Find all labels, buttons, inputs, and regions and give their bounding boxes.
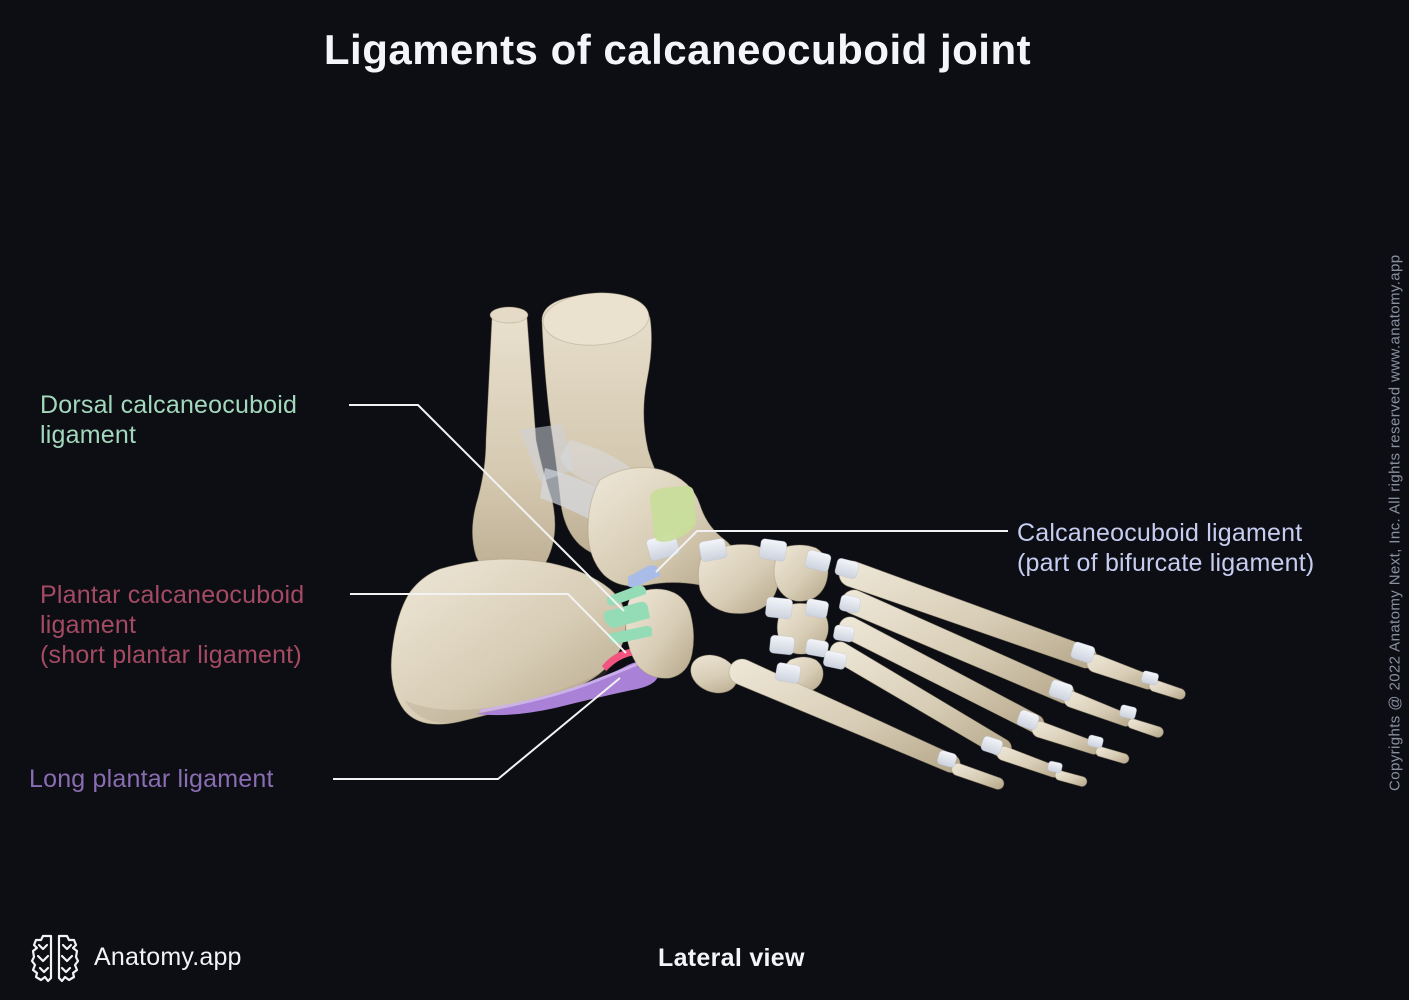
fibula-top-cap: [489, 306, 529, 324]
ligament-patch: [1119, 704, 1137, 720]
label-calcaneocuboid-ligament: Calcaneocuboid ligament (part of bifurca…: [1017, 518, 1314, 578]
ligament-patch: [804, 598, 829, 619]
ligament-patch: [1048, 679, 1074, 702]
phalanx-bone: [1095, 746, 1130, 764]
phalanx-bone: [951, 762, 1005, 790]
ligament-patch: [1016, 709, 1040, 731]
ligament-patch: [805, 638, 829, 658]
leader-lines: [333, 404, 1008, 780]
label-dorsal-calcaneocuboid-ligament: Dorsal calcaneocuboid ligament: [40, 390, 297, 450]
ligament-patch: [758, 538, 788, 562]
label-plantar-calcaneocuboid-ligament: Plantar calcaneocuboid ligament (short p…: [40, 580, 304, 670]
ligament-patch: [804, 549, 832, 573]
ligament-patch: [936, 750, 958, 768]
ligament-patch: [698, 538, 728, 562]
label-line: Plantar calcaneocuboid: [40, 581, 305, 609]
label-long-plantar-ligament: Long plantar ligament: [29, 764, 274, 794]
label-line: ligament: [40, 421, 137, 449]
metatarsal-bone: [841, 589, 1075, 704]
label-line: Dorsal calcaneocuboid: [40, 391, 298, 419]
ligament-patch: [1070, 641, 1096, 664]
label-line: ligament: [40, 611, 137, 639]
mint-stripe: [608, 625, 652, 644]
calcaneus-bone: [390, 558, 627, 725]
label-line: (part of bifurcate ligament): [1017, 549, 1315, 577]
mint-stripe: [604, 601, 650, 628]
tibiofibular-ligament: [520, 424, 574, 482]
ligament-patch: [1141, 670, 1159, 686]
brand-footer: Anatomy.app: [28, 929, 288, 985]
tibia-top-cap: [542, 292, 650, 346]
page-title: Ligaments of calcaneocuboid joint: [323, 26, 1032, 73]
metatarsal-bone: [829, 641, 1012, 758]
dorsal-calcaneocuboid-highlight: [604, 585, 652, 644]
ligament-patch: [774, 662, 802, 684]
unlabeled-dorsal-band-highlight: [650, 486, 696, 542]
leader-line-plantar-calcaneocuboid: [350, 593, 627, 654]
leader-line-calcaneocuboid: [655, 530, 1008, 573]
ligament-patch: [769, 634, 795, 656]
metatarsal-bone: [728, 658, 961, 774]
ligament-patch: [822, 650, 848, 670]
view-label: Lateral view: [658, 944, 805, 972]
leader-line-dorsal-calcaneocuboid: [349, 404, 625, 612]
ligament-patch: [838, 594, 862, 614]
ligament-patch: [1047, 760, 1063, 774]
ligament-patch: [834, 558, 860, 579]
leader-line-long-plantar: [333, 677, 621, 780]
copyright-text: Copyrights @ 2022 Anatomy Next, Inc. All…: [1386, 254, 1404, 791]
ligament-patch: [1086, 734, 1104, 749]
joint-ligament-patches: [646, 532, 1159, 774]
label-line: Long plantar ligament: [29, 765, 274, 793]
ligament-patch: [765, 596, 793, 620]
label-line: (short plantar ligament): [40, 641, 302, 669]
long-plantar-ligament-highlight: [476, 660, 659, 716]
phalanx-bones: [951, 654, 1186, 790]
plantar-calcaneocuboid-highlight: [602, 648, 641, 671]
calcaneocuboid-bifurcate-highlight: [628, 565, 660, 588]
mint-stripe: [606, 585, 646, 606]
brand-name: Anatomy.app: [94, 942, 242, 971]
phalanx-bone: [1127, 718, 1164, 738]
calcaneus-shadow: [404, 668, 610, 724]
ligament-patch: [980, 735, 1004, 756]
long-plantar-band-sheen: [479, 661, 641, 713]
label-line: Calcaneocuboid ligament: [1017, 519, 1303, 547]
midfoot-bones: [625, 544, 829, 693]
metatarsal-bones: [690, 560, 1098, 774]
brain-icon: [30, 934, 80, 983]
ligament-patch: [832, 624, 855, 643]
